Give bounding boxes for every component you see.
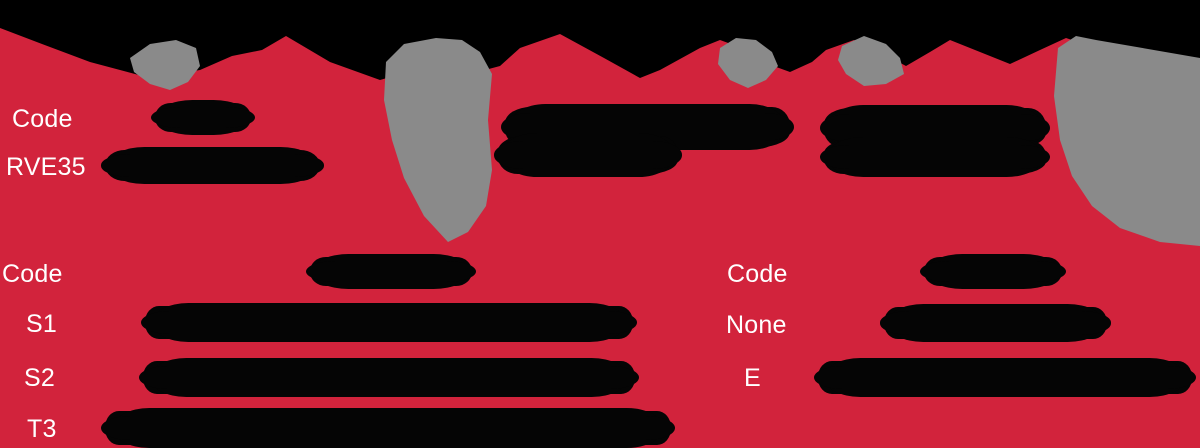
redaction-blob-right-upper-b (820, 137, 1050, 177)
redaction-bar-t3 (101, 408, 675, 448)
redaction-bar-e (814, 358, 1196, 397)
redaction-bar-rve35 (101, 147, 324, 184)
field-label-code-lower-right: Code (727, 260, 788, 288)
field-label-s2: S2 (24, 364, 55, 392)
mask-gray-shape-4 (1054, 36, 1200, 246)
redaction-bar-s2 (139, 358, 639, 397)
field-label-code-upper: Code (12, 105, 73, 133)
mask-gray-shape-2 (718, 38, 778, 88)
mask-gray-shape-1 (384, 38, 492, 242)
redaction-bar-none (880, 304, 1111, 342)
redaction-blob-center-upper-b (494, 133, 682, 177)
mask-gray-shape-3 (838, 36, 904, 86)
redaction-bar-s1 (141, 303, 637, 342)
field-label-t3: T3 (27, 415, 57, 443)
field-label-e: E (744, 364, 761, 392)
redaction-bar-code-lower-left (306, 254, 476, 289)
mask-gray-shape-0 (130, 40, 200, 90)
redaction-bar-code-upper (151, 100, 255, 135)
field-label-rve35: RVE35 (6, 153, 86, 181)
field-label-s1: S1 (26, 310, 57, 338)
redaction-bar-code-lower-right (920, 254, 1066, 289)
field-label-code-lower-left: Code (2, 260, 63, 288)
field-label-none: None (726, 311, 787, 339)
